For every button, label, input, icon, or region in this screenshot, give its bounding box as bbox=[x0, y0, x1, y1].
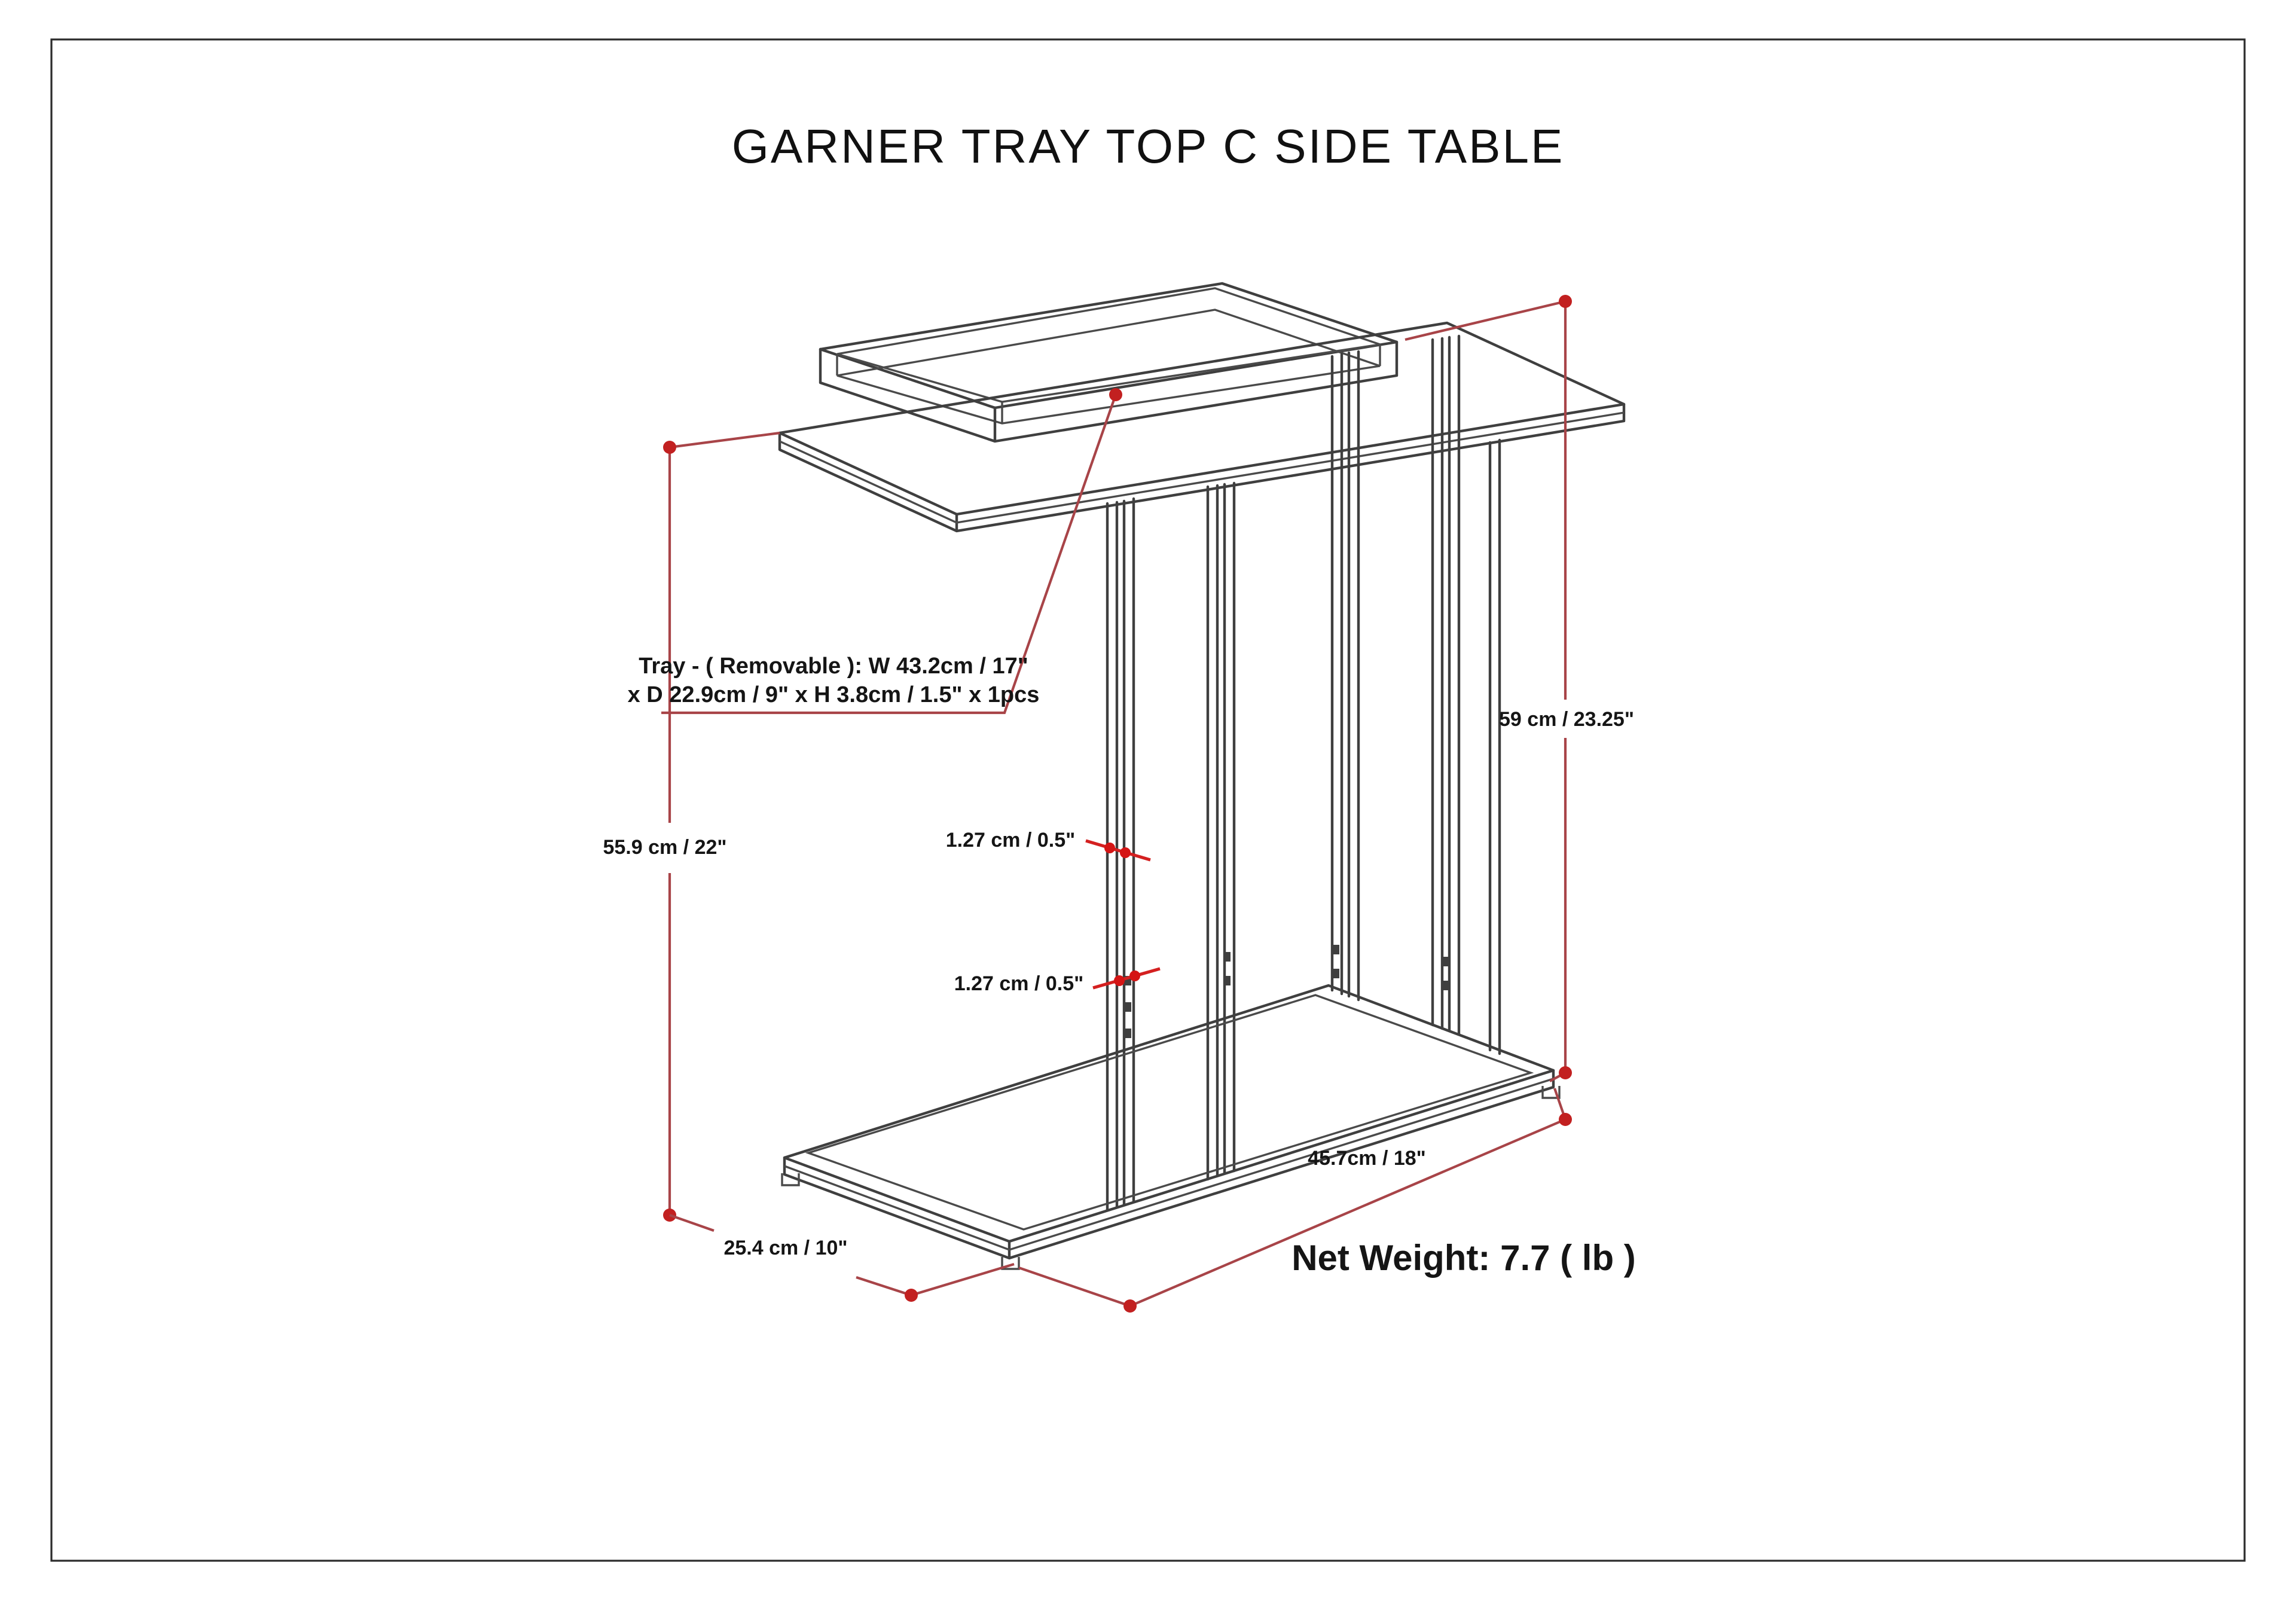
dim-tube-upper: 1.27 cm / 0.5" bbox=[946, 829, 1151, 862]
tray-callout: Tray - ( Removable ): W 43.2cm / 17" x D… bbox=[628, 388, 1122, 715]
dim-base-depth: 25.4 cm / 10" bbox=[669, 1214, 1015, 1302]
dim-right-height-label: 59 cm / 23.25" bbox=[1499, 708, 1634, 731]
bolt-details bbox=[1125, 945, 1449, 1038]
page-title: GARNER TRAY TOP C SIDE TABLE bbox=[732, 120, 1565, 173]
table-top-platform bbox=[778, 321, 1626, 533]
dimension-overlay: 55.9 cm / 22" 59 cm / 23.25" 25.4 cm / 1… bbox=[603, 295, 1634, 1313]
page-border bbox=[50, 38, 2246, 1562]
dim-base-width-label: 45.7cm / 18" bbox=[1308, 1147, 1426, 1170]
dim-tube-lower: 1.27 cm / 0.5" bbox=[954, 967, 1161, 995]
table-drawing bbox=[778, 282, 1626, 1270]
base-feet bbox=[781, 1086, 1561, 1270]
dim-base-width: 45.7cm / 18" bbox=[1018, 1088, 1572, 1313]
tray-top bbox=[819, 282, 1399, 443]
tray-label-line1: Tray - ( Removable ): W 43.2cm / 17" bbox=[639, 654, 1028, 679]
base-frame bbox=[781, 984, 1561, 1270]
dim-left-height: 55.9 cm / 22" bbox=[603, 431, 780, 1222]
table-legs bbox=[1106, 334, 1501, 1212]
dim-tube-upper-label: 1.27 cm / 0.5" bbox=[946, 829, 1075, 852]
tray-label-line2: x D 22.9cm / 9" x H 3.8cm / 1.5" x 1pcs bbox=[628, 682, 1040, 707]
dim-tube-lower-label: 1.27 cm / 0.5" bbox=[954, 972, 1083, 995]
dim-base-depth-label: 25.4 cm / 10" bbox=[723, 1237, 847, 1259]
dim-right-height: 59 cm / 23.25" bbox=[1405, 295, 1634, 1082]
dim-left-height-label: 55.9 cm / 22" bbox=[603, 836, 726, 859]
net-weight-label: Net Weight: 7.7 ( lb ) bbox=[1292, 1238, 1636, 1278]
